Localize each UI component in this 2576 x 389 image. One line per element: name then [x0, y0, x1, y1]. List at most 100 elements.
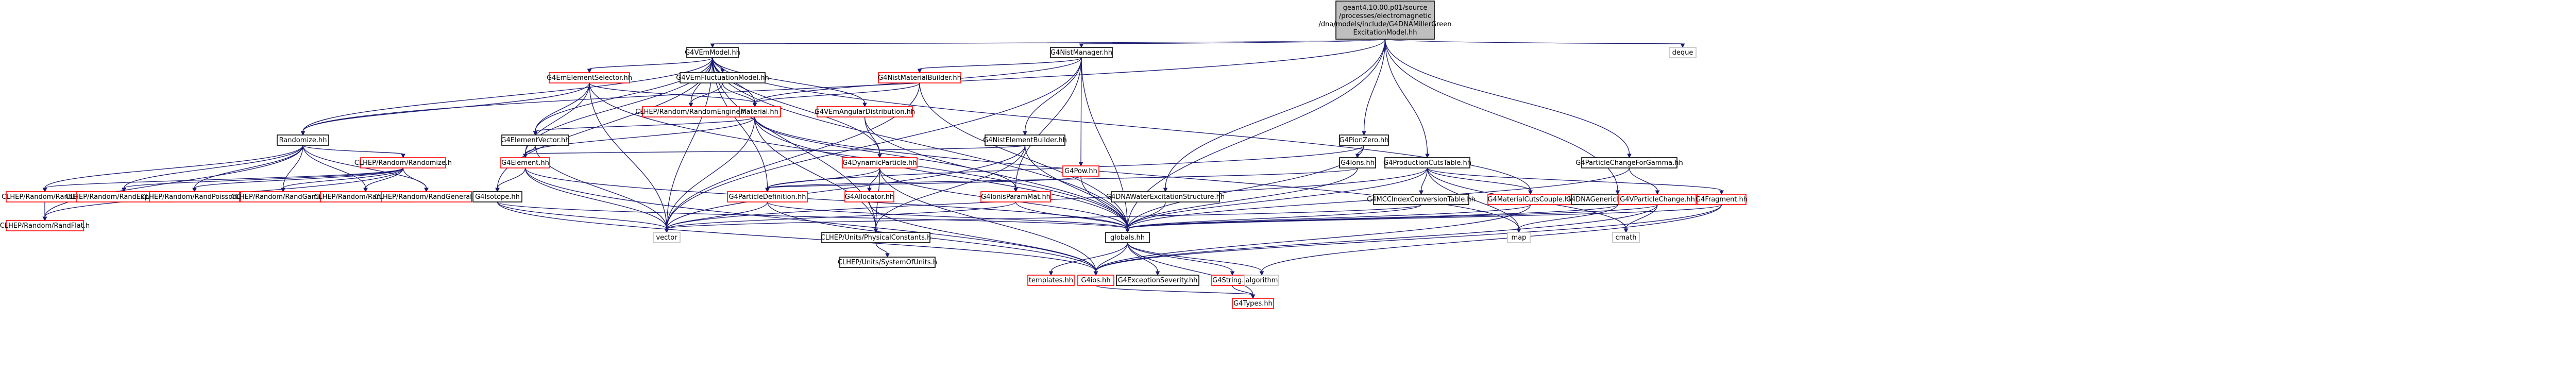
- node-g4isotope[interactable]: G4Isotope.hh: [472, 191, 522, 202]
- node-g4pionzero[interactable]: G4PionZero.hh: [1339, 134, 1389, 146]
- node-globals[interactable]: globals.hh: [1105, 232, 1150, 243]
- edge-g4element-to-g4isotope: [495, 167, 526, 193]
- node-g4pow[interactable]: G4Pow.hh: [1062, 165, 1099, 177]
- node-g4element[interactable]: G4Element.hh: [500, 157, 550, 168]
- edge-arrowhead: [664, 228, 669, 233]
- edge-arrowhead: [917, 69, 922, 74]
- node-label: G4IonisParamMat.hh: [981, 193, 1050, 201]
- node-box: [1612, 232, 1640, 243]
- edge-globals-to-g4string: [1127, 242, 1235, 276]
- edge-line: [497, 201, 1128, 229]
- edge-line: [589, 82, 1128, 229]
- edge-arrowhead: [1155, 271, 1160, 276]
- edge-line: [44, 167, 404, 189]
- node-box: [1697, 194, 1747, 205]
- edge-arrowhead: [688, 103, 693, 108]
- node-randgeneral[interactable]: CLHEP/Random/RandGeneral.h: [375, 191, 479, 202]
- node-g4vemfluct[interactable]: G4VEmFluctuationModel.hh: [676, 72, 769, 83]
- edge-randbit-to-randflat: [42, 202, 47, 222]
- node-g4allocator[interactable]: G4Allocator.hh: [844, 191, 894, 202]
- node-systemofunits[interactable]: CLHEP/Units/SystemOfUnits.h: [838, 257, 937, 268]
- node-label: G4ParticleDefinition.hh: [729, 193, 806, 201]
- node-templates[interactable]: templates.hh: [1027, 275, 1075, 286]
- node-g4elementvector[interactable]: G4ElementVector.hh: [501, 134, 570, 146]
- edge-g4nistmaterialbuilder-to-globals: [919, 82, 1130, 233]
- node-label: CLHEP/Random/RandomEngine.h: [635, 108, 746, 116]
- node-box: [642, 106, 740, 117]
- node-label: G4Ions.hh: [1341, 159, 1375, 167]
- node-g4exceptionseverity[interactable]: G4ExceptionSeverity.hh: [1116, 275, 1199, 286]
- node-box: [1339, 157, 1376, 168]
- node-g4dynamicparticle[interactable]: G4DynamicParticle.hh: [842, 157, 918, 168]
- edge-line: [1024, 57, 1082, 132]
- node-g4particledefinition[interactable]: G4ParticleDefinition.hh: [727, 191, 808, 202]
- edge-g4isotope-to-globals: [497, 201, 1130, 233]
- node-g4nistelementbuilder[interactable]: G4NistElementBuilder.hh: [983, 134, 1067, 146]
- edge-g4productioncuts-to-g4materialcutscouple: [1427, 167, 1533, 195]
- node-label: map: [1512, 234, 1527, 242]
- edge-arrowhead: [1125, 228, 1130, 233]
- node-g4materialcutscouple[interactable]: G4MaterialCutsCouple.hh: [1487, 194, 1573, 205]
- node-randbit[interactable]: CLHEP/Random/RandBit.h: [2, 191, 88, 202]
- node-root[interactable]: geant4.10.00.p01/source/processes/electr…: [1318, 1, 1452, 40]
- node-label: CLHEP/Random/RandGamma.h: [231, 193, 335, 201]
- edge-g4emelementselector-to-randomize: [300, 82, 590, 136]
- edge-line: [524, 145, 536, 155]
- edge-g4particlechangegamma-to-g4vparticlechange: [1629, 167, 1660, 195]
- edge-arrowhead: [523, 154, 528, 159]
- node-label: CLHEP/Units/PhysicalConstants.h: [821, 234, 931, 242]
- node-box: [1244, 275, 1279, 286]
- node-randomize[interactable]: Randomize.hh: [277, 134, 329, 146]
- node-g4material[interactable]: G4Material.hh: [728, 106, 781, 117]
- node-g4vemangular[interactable]: G4VEmAngularDistribution.hh: [815, 106, 915, 117]
- node-label: algorithm: [1246, 277, 1278, 284]
- node-g4vemmodel[interactable]: G4VEmModel.hh: [685, 47, 740, 58]
- edge-line: [712, 57, 1128, 229]
- node-label: deque: [1672, 49, 1693, 57]
- node-g4dnawatermolecular[interactable]: G4DNAWaterExcitationStructure.hh: [1106, 191, 1225, 202]
- node-label: G4VParticleChange.hh: [1620, 196, 1695, 204]
- node-label: /dna/models/include/G4DNAMillerGreen: [1318, 21, 1451, 28]
- edge-arrowhead: [1250, 294, 1256, 299]
- node-randpoissonq[interactable]: CLHEP/Random/RandPoissonQ.h: [141, 191, 248, 202]
- node-box: [381, 191, 472, 202]
- node-g4vmsc[interactable]: G4MCCIndexConversionTable.hh: [1367, 194, 1476, 205]
- edge-line: [712, 57, 723, 70]
- edge-g4vparticlechange-to-cmath: [1623, 204, 1658, 233]
- edge-arrowhead: [765, 188, 770, 193]
- node-clhep_randomize[interactable]: CLHEP/Random/Randomize.h: [354, 157, 452, 168]
- edge-line: [666, 57, 713, 229]
- node-g4nistmanager[interactable]: G4NistManager.hh: [1050, 47, 1113, 58]
- node-g4emelementselector[interactable]: G4EmElementSelector.hh: [547, 72, 632, 83]
- node-g4ionisparam[interactable]: G4IonisParamMat.hh: [980, 191, 1051, 202]
- node-g4nistmaterialbuilder[interactable]: G4NistMaterialBuilder.hh: [878, 72, 961, 83]
- edge-clhep_randomize-to-randgamma: [281, 167, 404, 193]
- node-box: [842, 157, 918, 168]
- node-label: CLHEP/Units/SystemOfUnits.h: [838, 259, 937, 266]
- edge-line: [875, 145, 1026, 229]
- node-g4particlechangegamma[interactable]: G4ParticleChangeForGamma.hh: [1575, 157, 1683, 168]
- edge-line: [497, 167, 526, 189]
- node-randflat[interactable]: CLHEP/Random/RandFlat.h: [0, 220, 90, 231]
- node-g4ios[interactable]: G4ios.hh: [1077, 275, 1114, 286]
- node-g4productioncuts[interactable]: G4ProductionCutsTable.hh: [1383, 157, 1471, 168]
- node-g4ions[interactable]: G4Ions.hh: [1339, 157, 1376, 168]
- edge-line: [524, 116, 755, 155]
- edge-line: [767, 176, 1081, 189]
- node-g4fragment[interactable]: G4Fragment.hh: [1696, 194, 1748, 205]
- node-g4types[interactable]: G4Types.hh: [1232, 298, 1274, 309]
- node-randomengine[interactable]: CLHEP/Random/RandomEngine.h: [635, 106, 747, 117]
- edge-line: [402, 167, 427, 189]
- edge-line: [1261, 204, 1722, 272]
- node-randgamma[interactable]: CLHEP/Random/RandGamma.h: [231, 191, 335, 202]
- edge-line: [666, 145, 1026, 229]
- node-label: G4MCCIndexConversionTable.hh: [1367, 196, 1476, 204]
- node-g4vparticlechange[interactable]: G4VParticleChange.hh: [1618, 194, 1697, 205]
- edge-g4nistmanager-to-g4pow: [1078, 57, 1083, 167]
- node-label: G4VEmModel.hh: [685, 49, 740, 57]
- edge-line: [589, 82, 755, 104]
- edge-line: [1050, 242, 1128, 272]
- node-physicalconstants[interactable]: CLHEP/Units/PhysicalConstants.h: [821, 232, 931, 243]
- node-label: CLHEP/Random/RandBit.h: [2, 193, 88, 201]
- edge-g4ionisparam-to-vector: [664, 201, 1016, 233]
